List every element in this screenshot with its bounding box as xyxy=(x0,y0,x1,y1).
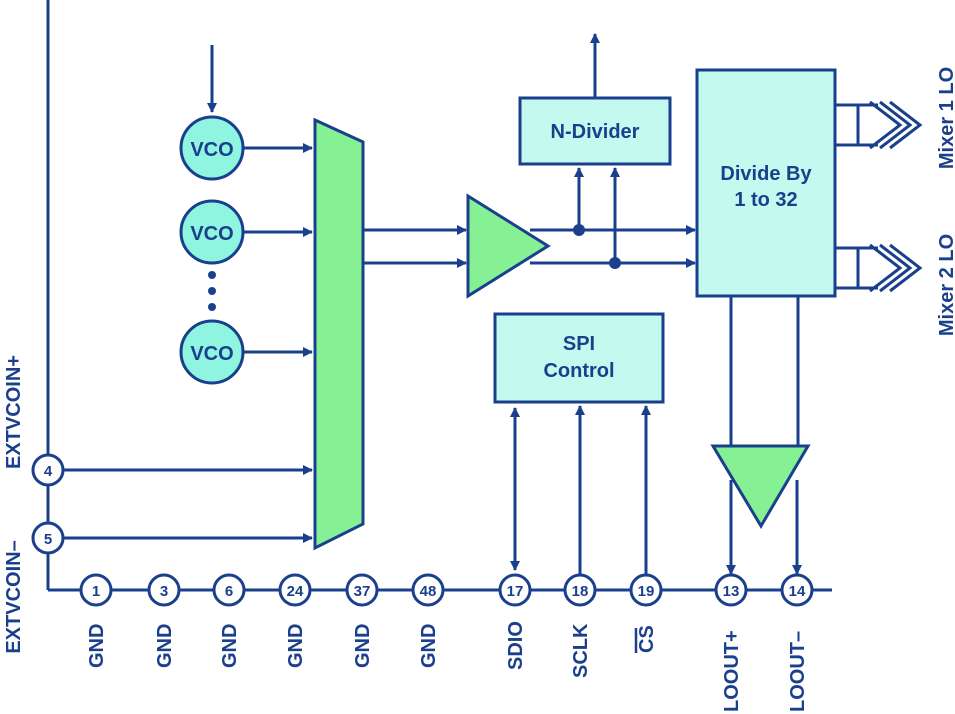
bottom-pin-19: 19 CS xyxy=(629,573,663,653)
vco-3-label: VCO xyxy=(190,343,233,365)
bottom-pin-14: 14 LOOUT– xyxy=(780,573,814,712)
bottom-pin-6-number: 6 xyxy=(225,583,233,600)
bottom-pin-19-number: 19 xyxy=(638,583,655,600)
vco-ellipsis xyxy=(208,271,216,311)
bottom-pin-6: 6 GND xyxy=(212,573,246,668)
side-pin-5-number: 5 xyxy=(44,531,52,548)
extvcoin-minus-label: EXTVCOIN– xyxy=(3,540,25,653)
multiplexer xyxy=(313,117,365,551)
mixer2-lo-label: Mixer 2 LO xyxy=(936,234,955,336)
bottom-pin-17: 17 SDIO xyxy=(498,573,532,670)
bottom-pin-1-number: 1 xyxy=(92,583,100,600)
bottom-pin-48-label: GND xyxy=(418,624,440,668)
vco-2-label: VCO xyxy=(190,223,233,245)
spi-control-block xyxy=(493,312,665,404)
bottom-pin-37-label: GND xyxy=(352,624,374,668)
bottom-pin-48: 48 GND xyxy=(411,573,445,668)
bottom-pin-13-label: LOOUT+ xyxy=(721,630,743,712)
bottom-pin-18: 18 SCLK xyxy=(563,573,597,678)
divide-by-label-line2: 1 to 32 xyxy=(734,189,797,211)
bottom-pin-37-number: 37 xyxy=(354,583,371,600)
vco-3: VCO xyxy=(179,319,245,385)
side-pin-5: 5 xyxy=(31,521,65,555)
bottom-pin-24: 24 GND xyxy=(278,573,312,668)
divide-by-label-line1: Divide By xyxy=(720,163,812,185)
side-pin-4-number: 4 xyxy=(44,463,53,480)
mixer2-output-driver xyxy=(835,243,923,293)
spi-label-line2: Control xyxy=(543,360,614,382)
bottom-pin-13-number: 13 xyxy=(723,583,740,600)
bottom-pin-3-number: 3 xyxy=(160,583,168,600)
output-amplifier xyxy=(710,444,811,529)
buffer-amplifier xyxy=(466,193,551,299)
bottom-pin-1: 1 GND xyxy=(79,573,113,668)
side-pin-4: 4 xyxy=(31,453,65,487)
bottom-pin-14-label: LOOUT– xyxy=(787,631,809,712)
mixer1-lo-label: Mixer 1 LO xyxy=(936,67,955,169)
bottom-pin-48-number: 48 xyxy=(420,583,437,600)
n-divider-label: N-Divider xyxy=(551,121,640,143)
bottom-pin-3: 3 GND xyxy=(147,573,181,668)
vco-1: VCO xyxy=(179,115,245,181)
vco-2: VCO xyxy=(179,199,245,265)
bottom-pin-18-label: SCLK xyxy=(570,623,592,678)
bottom-pin-1-label: GND xyxy=(86,624,108,668)
bottom-pin-13: 13 LOOUT+ xyxy=(714,573,748,712)
divide-by-block xyxy=(695,68,837,298)
bottom-pin-19-label: CS xyxy=(636,625,658,653)
bottom-pin-17-number: 17 xyxy=(507,583,524,600)
bottom-pin-18-number: 18 xyxy=(572,583,589,600)
extvcoin-plus-label: EXTVCOIN+ xyxy=(3,355,25,469)
bottom-pin-6-label: GND xyxy=(219,624,241,668)
mixer1-output-driver xyxy=(835,100,923,150)
vco-1-label: VCO xyxy=(190,139,233,161)
spi-label-line1: SPI xyxy=(563,333,595,355)
bottom-pin-17-label: SDIO xyxy=(505,621,527,670)
bottom-pin-3-label: GND xyxy=(154,624,176,668)
bottom-pin-14-number: 14 xyxy=(789,583,806,600)
bottom-pin-24-label: GND xyxy=(285,624,307,668)
bottom-pin-24-number: 24 xyxy=(287,583,304,600)
bottom-pin-37: 37 GND xyxy=(345,573,379,668)
